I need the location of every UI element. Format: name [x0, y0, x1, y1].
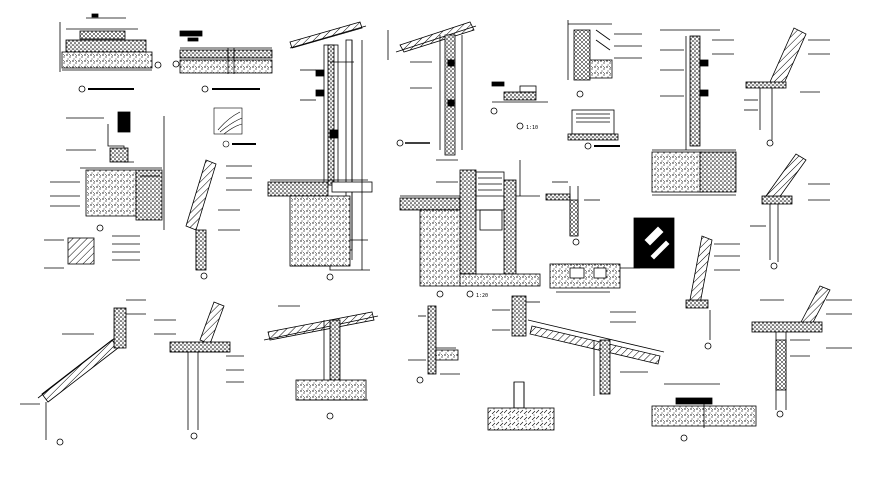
- detail-column-base: [545, 181, 600, 246]
- detail-wall-cap: [549, 263, 640, 293]
- detail-wall-footing: [487, 295, 555, 431]
- detail-wood-texture: [213, 107, 256, 148]
- detail-floor-joint-plan: [651, 383, 757, 442]
- detail-roof-edge-section: [185, 159, 252, 280]
- detail-wall-base-section: [172, 30, 273, 93]
- detail-cantilever-section: [154, 301, 244, 440]
- detail-tall-wall-section: [267, 21, 373, 281]
- detail-window-sill: 1:10: [490, 81, 548, 131]
- detail-curtain-wall-section: [751, 285, 852, 418]
- scale-label: 1:20: [476, 293, 488, 299]
- detail-eave-section: [387, 21, 477, 156]
- detail-slab-edge: [527, 311, 665, 396]
- detail-basement-wall-section: 1:20: [399, 159, 541, 299]
- detail-wall-plan: [567, 20, 642, 150]
- detail-roof-corner: [744, 27, 830, 147]
- detail-eave-gutter: [408, 305, 460, 384]
- scale-label: 1:10: [526, 125, 538, 131]
- detail-roof-overhang: [685, 235, 740, 350]
- detail-hatch-swatch: [633, 217, 675, 269]
- detail-roof-wall-junction: [651, 29, 737, 196]
- detail-parapet: [750, 153, 830, 270]
- detail-foundation-section: [59, 13, 162, 93]
- detail-roof-ridge-section: [263, 305, 379, 420]
- detail-plinth-section: [44, 111, 165, 269]
- detail-pitched-roof-section: [20, 299, 146, 446]
